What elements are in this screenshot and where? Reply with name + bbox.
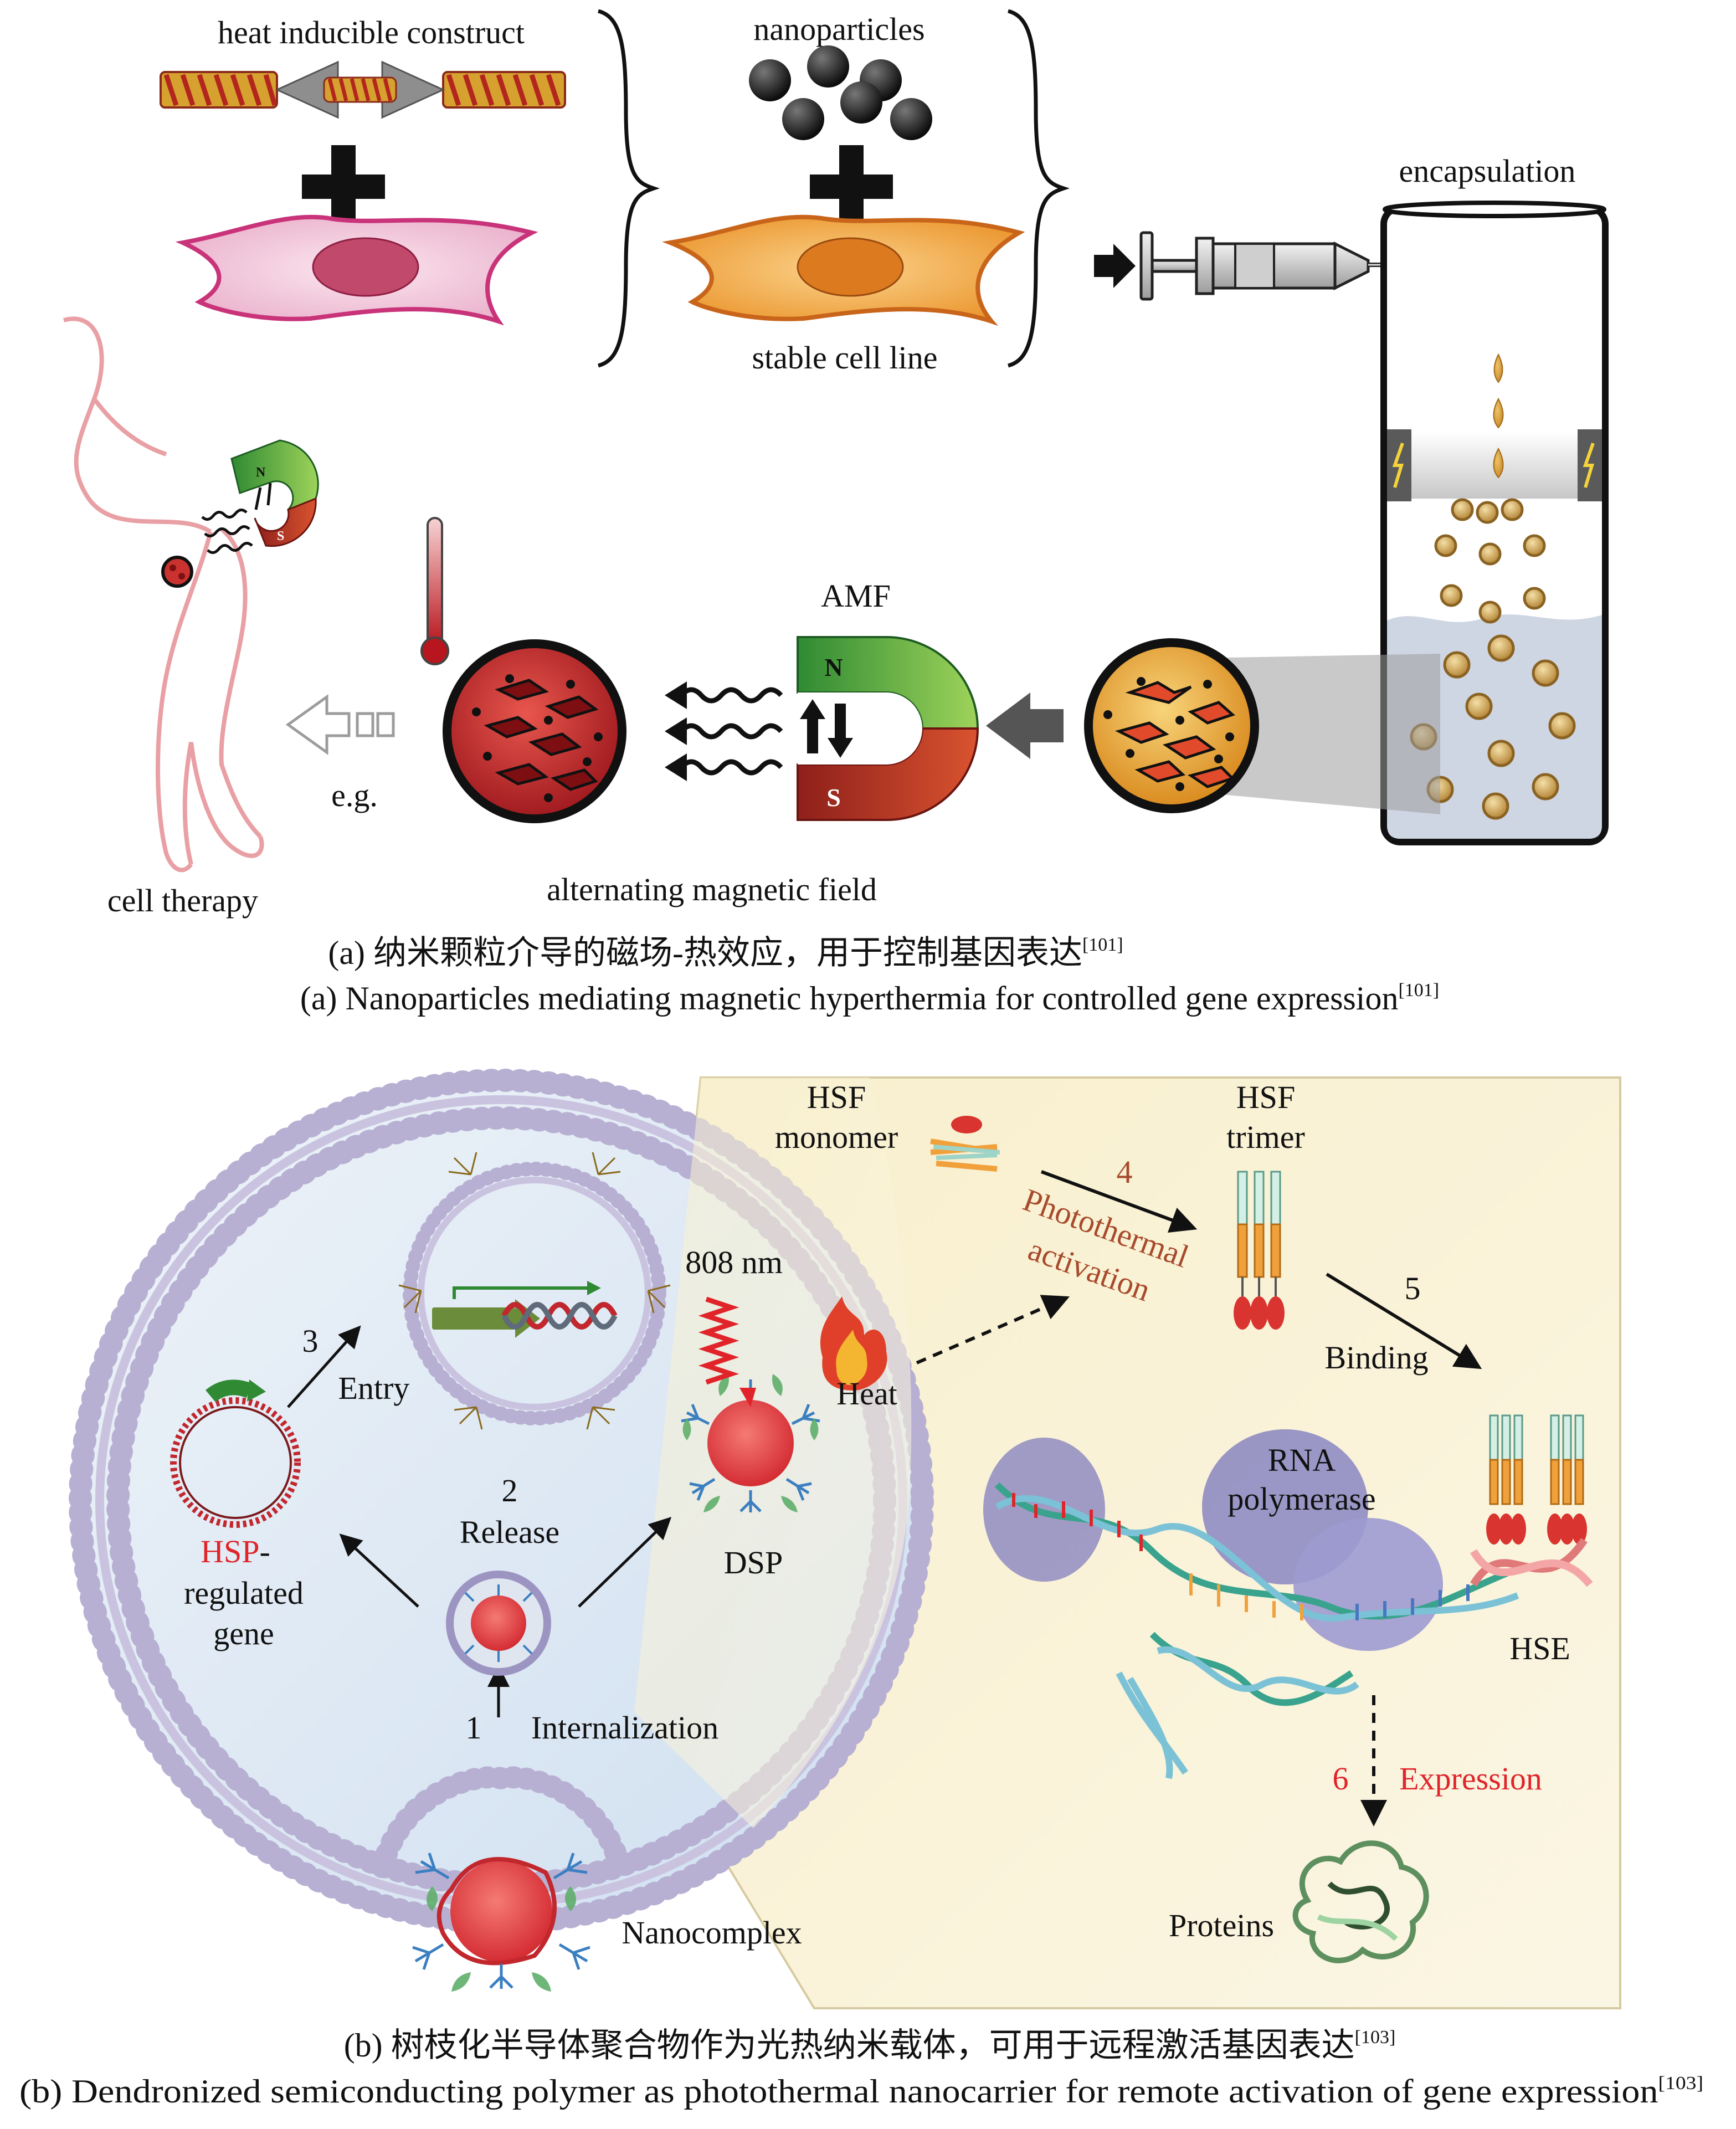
entry-label: Entry [338,1370,410,1406]
internalization-label: Internalization [531,1710,718,1746]
thermometer-icon [420,517,449,665]
magnet-n-label: N [824,653,843,681]
rna-polymerase-icon [983,1429,1443,1651]
polymerase-label: polymerase [1227,1481,1375,1517]
panel-a: heat inducible construct [63,9,1609,1017]
laser-icon [698,1296,739,1385]
caption-a-en-ref: [101] [1398,980,1439,1001]
hsf-monomer-label-1: HSF [807,1079,866,1115]
caption-a-en-text: (a) Nanoparticles mediating magnetic hyp… [300,980,1399,1017]
step-4-label: 4 [1117,1154,1133,1190]
encapsulation-label: encapsulation [1399,153,1576,189]
arrow-left-outline-icon [285,694,395,755]
nanoparticles-label: nanoparticles [753,11,925,47]
plus-icon [302,145,385,228]
step-3-label: 3 [302,1323,319,1359]
cell-therapy-label: cell therapy [107,883,258,919]
cell-arrows [287,1325,672,1717]
hse-trimers-icon [1470,1414,1593,1587]
hsf-trimer-icon [1234,1171,1285,1330]
inset-arrows [916,1170,1482,1827]
hsf-trimer-label-1: HSF [1236,1079,1295,1115]
proteins-label: Proteins [1169,1907,1274,1943]
magnet-icon [797,636,979,821]
step-2-label: 2 [502,1473,518,1509]
release-label: Release [460,1514,559,1550]
heat-inducible-construct-label: heat inducible construct [218,14,525,50]
stable-cell-line-label: stable cell line [752,340,938,376]
red-tissue-icon [443,639,626,823]
small-wave-arrows-icon [201,509,253,554]
dsp-label: DSP [724,1545,783,1581]
small-magnet-icon: N S [230,439,319,547]
808nm-label: 808 nm [685,1244,783,1280]
heat-label: Heat [836,1376,897,1412]
caption-b-en-ref: [103] [1658,2073,1703,2094]
plasmid-icon [170,1379,301,1528]
flame-icon [820,1296,887,1391]
binding-label: Binding [1325,1340,1429,1376]
hsf-monomer-icon [930,1116,1000,1172]
regulated-label: regulated [184,1575,304,1611]
orange-cell-icon [662,214,1025,326]
hse-label: HSE [1509,1630,1570,1666]
caption-b-en-text: (b) Dendronized semiconducting polymer a… [19,2073,1658,2110]
caption-b-cn-ref: [103] [1355,2027,1396,2048]
panel-b: HSF monomer HSF trimer 4 Photothermal ac… [19,1069,1703,2110]
arrow-left-gray-icon [986,692,1064,759]
caption-b-cn-text: (b) 树枝化半导体聚合物作为光热纳米载体，可用于远程激活基因表达 [344,2027,1355,2064]
implant-icon [161,556,193,588]
rat-icon [63,316,264,873]
dna-rungs-icon [1012,1493,1470,1620]
step-5-label: 5 [1405,1270,1421,1306]
nucleus-icon [398,1152,671,1430]
dsp-particle-icon [681,1374,820,1512]
caption-a-en: (a) Nanoparticles mediating magnetic hyp… [300,980,1439,1017]
dna-helix-icon [994,1482,1519,1779]
step-6-label: 6 [1333,1761,1349,1797]
hsp-label: HSP- [201,1533,270,1569]
caption-a-cn: (a) 纳米颗粒介导的磁场-热效应，用于控制基因表达[101] [328,935,1123,971]
nanocomplex-label: Nanocomplex [622,1915,802,1951]
hsp-red-text: HSP [201,1533,259,1569]
plus-icon-2 [810,145,893,228]
hsp-dash-text: - [260,1533,270,1569]
magnet-s-label: S [826,783,841,812]
nanocomplex-icon [371,1766,631,1992]
amf-label: AMF [821,578,891,614]
caption-b-cn: (b) 树枝化半导体聚合物作为光热纳米载体，可用于远程激活基因表达[103] [344,2027,1396,2064]
expression-label: Expression [1399,1761,1542,1797]
alternating-magnetic-field-label: alternating magnetic field [547,871,877,907]
gene-label: gene [213,1615,274,1651]
arrow-right-icon [1094,244,1136,288]
hsf-monomer-label-2: monomer [775,1119,898,1155]
svg-text:S: S [277,529,284,543]
caption-a-cn-text: (a) 纳米颗粒介导的磁场-热效应，用于控制基因表达 [328,935,1082,971]
brace-left-icon [598,9,660,368]
pink-cell-icon [175,214,538,326]
hsf-trimer-label-2: trimer [1226,1119,1305,1155]
wave-arrows-icon [679,687,783,776]
nanoparticles-icon [749,45,932,140]
release-vesicle-icon [446,1571,551,1676]
rna-label: RNA [1268,1442,1336,1478]
gold-tissue-icon [1084,638,1259,813]
wave-arrowheads-icon [665,681,687,781]
protein-icon [1292,1840,1429,1963]
brace-right-icon [1008,9,1070,368]
droplets-icon [1493,353,1504,479]
laser-arrowhead-icon [739,1388,756,1407]
caption-a-cn-ref: [101] [1082,935,1123,955]
eg-label: e.g. [331,777,378,813]
svg-text:N: N [256,465,266,480]
caption-b-en: (b) Dendronized semiconducting polymer a… [19,2073,1703,2110]
step-1-label: 1 [466,1710,482,1746]
heat-inducible-construct-icon [160,60,566,119]
